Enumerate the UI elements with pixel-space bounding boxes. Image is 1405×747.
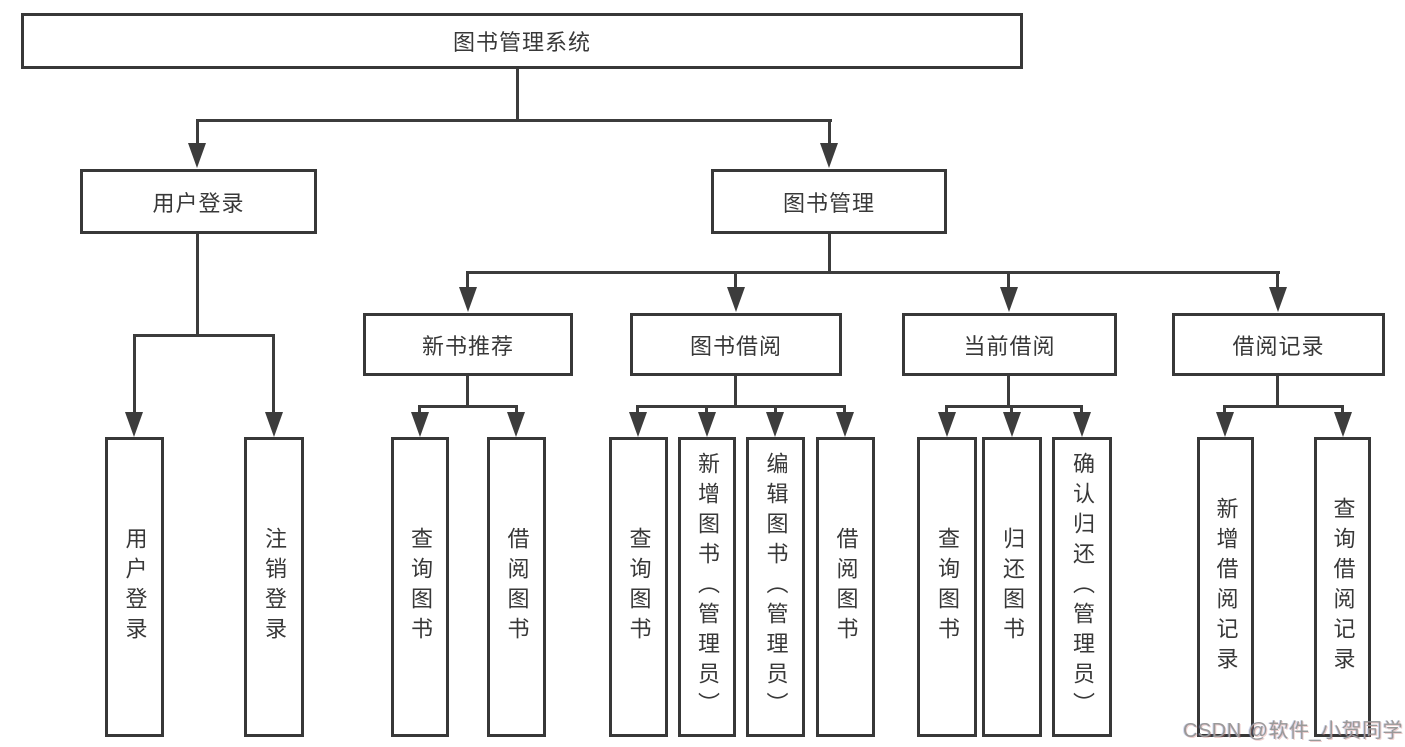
connector-line [196, 119, 832, 122]
node-book-borrowing-label: 图书借阅 [689, 333, 782, 359]
node-borrowing-records-label: 借阅记录 [1232, 333, 1325, 359]
leaf-borrow-add-books-admin-label: 新增图书（管理员） [695, 452, 720, 722]
down-arrowhead-icon [1216, 412, 1234, 437]
down-arrowhead-icon [1003, 412, 1021, 437]
connector-line [734, 271, 737, 289]
leaf-user-login: 用户登录 [105, 437, 164, 737]
node-library-system: 图书管理系统 [21, 13, 1023, 69]
leaf-borrow-add-books-admin: 新增图书（管理员） [678, 437, 736, 737]
connector-line [1223, 405, 1226, 415]
down-arrowhead-icon [1000, 287, 1018, 312]
leaf-records-add-borrow-record: 新增借阅记录 [1197, 437, 1254, 737]
node-current-borrowing: 当前借阅 [902, 313, 1117, 376]
csdn-watermark: CSDN @软件_小贺同学 [1183, 720, 1404, 742]
connector-line [705, 405, 708, 415]
connector-line [1276, 271, 1279, 289]
connector-line [1341, 405, 1344, 415]
connector-line [1224, 405, 1344, 408]
node-library-system-label: 图书管理系统 [452, 30, 591, 55]
leaf-user-login-label: 用户登录 [122, 527, 148, 647]
down-arrowhead-icon [411, 412, 429, 437]
leaf-borrow-edit-books-admin: 编辑图书（管理员） [746, 437, 805, 737]
down-arrowhead-icon [836, 412, 854, 437]
connector-line [466, 271, 1280, 274]
connector-line [196, 234, 199, 337]
leaf-logout-label: 注销登录 [262, 527, 287, 647]
node-book-management: 图书管理 [711, 169, 947, 234]
connector-line [133, 334, 275, 337]
node-current-borrowing-label: 当前借阅 [963, 333, 1056, 359]
down-arrowhead-icon [820, 143, 838, 168]
node-book-management-label: 图书管理 [782, 190, 875, 216]
leaf-borrow-borrow-books: 借阅图书 [816, 437, 875, 737]
leaf-borrow-query-books: 查询图书 [609, 437, 668, 737]
down-arrowhead-icon [1334, 412, 1352, 437]
connector-line [133, 334, 136, 414]
connector-line [636, 405, 639, 415]
connector-line [828, 234, 831, 273]
node-user-login-label: 用户登录 [152, 190, 245, 216]
node-user-login: 用户登录 [80, 169, 317, 234]
leaf-current-confirm-return-admin: 确认归还（管理员） [1052, 437, 1112, 737]
leaf-current-return-books-label: 归还图书 [1000, 527, 1025, 647]
connector-line [1276, 376, 1279, 407]
connector-line [419, 405, 517, 408]
down-arrowhead-icon [1269, 287, 1287, 312]
leaf-current-return-books: 归还图书 [982, 437, 1042, 737]
down-arrowhead-icon [1073, 412, 1091, 437]
leaf-records-query-borrow-record: 查询借阅记录 [1314, 437, 1371, 737]
connector-line [1007, 271, 1010, 289]
down-arrowhead-icon [727, 287, 745, 312]
down-arrowhead-icon [938, 412, 956, 437]
connector-line [516, 69, 519, 122]
down-arrowhead-icon [629, 412, 647, 437]
leaf-current-confirm-return-admin-label: 确认归还（管理员） [1070, 452, 1095, 722]
connector-line [196, 119, 199, 147]
leaf-recommend-query-books: 查询图书 [391, 437, 449, 737]
leaf-records-add-borrow-record-label: 新增借阅记录 [1213, 497, 1239, 677]
connector-line [774, 405, 777, 415]
connector-line [946, 405, 1083, 408]
connector-line [843, 405, 846, 415]
leaf-borrow-borrow-books-label: 借阅图书 [833, 527, 859, 647]
leaf-logout: 注销登录 [244, 437, 304, 737]
leaf-borrow-edit-books-admin-label: 编辑图书（管理员） [763, 452, 789, 722]
connector-line [466, 376, 469, 407]
connector-line [1080, 405, 1083, 415]
leaf-recommend-query-books-label: 查询图书 [408, 527, 433, 647]
node-book-borrowing: 图书借阅 [630, 313, 842, 376]
leaf-current-query-books-label: 查询图书 [935, 527, 960, 647]
down-arrowhead-icon [698, 412, 716, 437]
connector-line [272, 334, 275, 414]
connector-line [515, 405, 518, 415]
connector-line [734, 376, 737, 407]
connector-line [418, 405, 421, 415]
connector-line [1007, 376, 1010, 407]
connector-line [1010, 405, 1013, 415]
leaf-borrow-query-books-label: 查询图书 [626, 527, 652, 647]
connector-line [637, 405, 846, 408]
connector-line [828, 119, 831, 147]
down-arrowhead-icon [507, 412, 525, 437]
down-arrowhead-icon [188, 143, 206, 168]
down-arrowhead-icon [265, 412, 283, 437]
node-new-book-recommendation: 新书推荐 [363, 313, 573, 376]
leaf-records-query-borrow-record-label: 查询借阅记录 [1330, 497, 1356, 677]
leaf-current-query-books: 查询图书 [917, 437, 977, 737]
down-arrowhead-icon [766, 412, 784, 437]
down-arrowhead-icon [125, 412, 143, 437]
leaf-recommend-borrow-books-label: 借阅图书 [504, 527, 530, 647]
node-new-book-recommendation-label: 新书推荐 [421, 333, 514, 359]
node-borrowing-records: 借阅记录 [1172, 313, 1385, 376]
connector-line [466, 271, 469, 289]
connector-line [945, 405, 948, 415]
down-arrowhead-icon [459, 287, 477, 312]
leaf-recommend-borrow-books: 借阅图书 [487, 437, 546, 737]
